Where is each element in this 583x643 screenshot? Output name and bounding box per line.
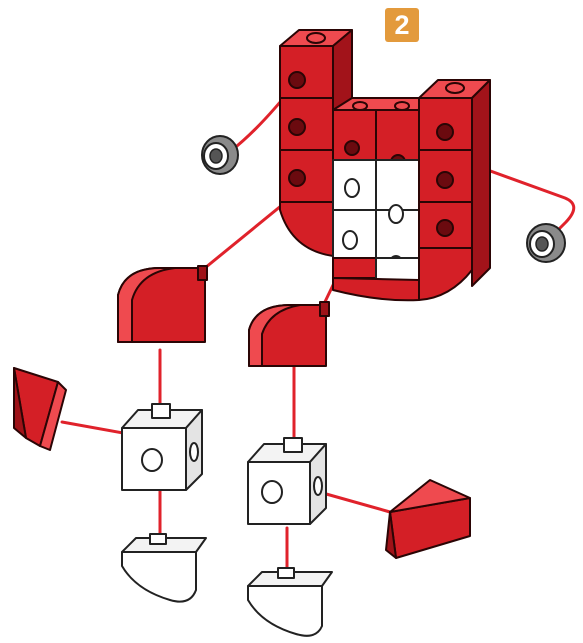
base-assembly — [280, 30, 490, 300]
cube-brick-left — [122, 404, 202, 490]
curved-slope-brick-right — [249, 302, 329, 366]
round-peg-right — [527, 224, 565, 262]
cube-brick-right — [248, 438, 326, 524]
wedge-brick-left — [14, 368, 66, 450]
curved-slope-brick-left — [118, 266, 207, 342]
quarter-round-brick-right — [248, 568, 332, 636]
quarter-round-brick-left — [122, 534, 206, 602]
wedge-brick-right — [386, 480, 470, 558]
round-peg-left — [202, 136, 238, 174]
